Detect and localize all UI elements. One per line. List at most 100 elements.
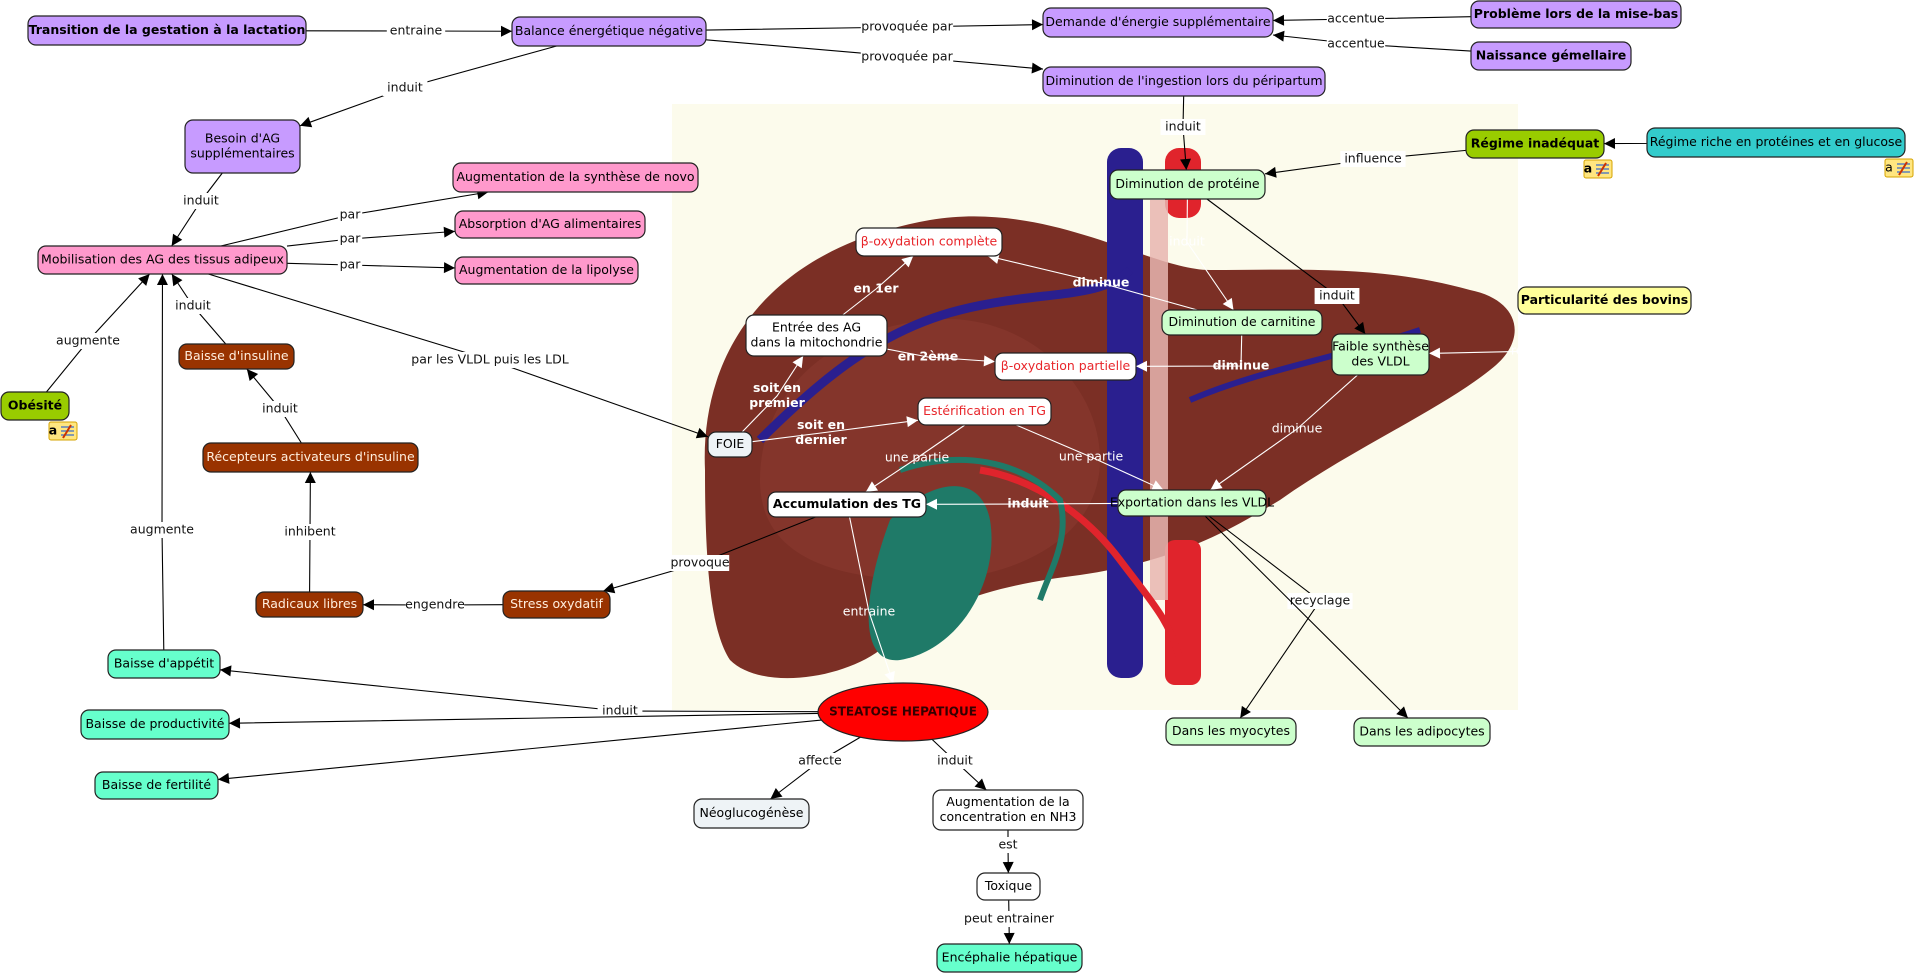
node-shape <box>80 709 230 740</box>
arrowhead-icon <box>983 355 995 367</box>
link-label: accentue <box>1327 11 1385 26</box>
link-steatose-to-fertilite <box>217 719 822 784</box>
concept-node-mobilisation[interactable]: Mobilisation des AG des tissus adipeux <box>37 245 288 275</box>
concept-node-toxique[interactable]: Toxique <box>976 872 1041 901</box>
link-label: une partie <box>885 450 950 465</box>
link-besoin-to-mobilisation: induit <box>171 172 224 247</box>
annotation-note-icon[interactable]: a <box>48 421 78 441</box>
node-shape <box>37 245 288 275</box>
node-label: Besoin d'AG <box>205 131 280 146</box>
node-shape <box>1470 0 1682 29</box>
arrowhead-icon <box>770 787 783 799</box>
connector-line <box>286 262 456 269</box>
concept-node-balance[interactable]: Balance énergétique négative <box>511 16 707 47</box>
node-shape <box>1109 169 1266 200</box>
concept-node-steatose[interactable]: STEATOSE HEPATIQUE <box>817 682 989 742</box>
concept-node-proteine[interactable]: Diminution de protéine <box>1109 169 1266 200</box>
link-esterification-to-accumulation: une partie <box>865 424 966 493</box>
node-label: Exportation dans les VLDL <box>1110 495 1274 510</box>
link-label-background <box>1314 288 1360 304</box>
concept-node-stress[interactable]: Stress oxydatif <box>502 590 611 619</box>
node-label: dans la mitochondrie <box>751 335 883 350</box>
connector-line <box>849 516 894 684</box>
concept-node-neoglucogenese[interactable]: Néoglucogénèse <box>693 798 810 829</box>
concept-node-fertilite[interactable]: Baisse de fertilité <box>94 771 219 800</box>
concept-node-foie[interactable]: FOIE <box>707 431 753 458</box>
node-shape <box>693 798 810 829</box>
link-label: par <box>340 257 362 272</box>
connector-line <box>865 424 966 493</box>
concept-node-radicaux[interactable]: Radicaux libres <box>255 591 364 618</box>
concept-node-demande[interactable]: Demande d'énergie supplémentaire <box>1042 7 1274 38</box>
node-shape <box>1353 717 1491 747</box>
arrowhead-icon <box>156 274 168 286</box>
concept-node-myocytes[interactable]: Dans les myocytes <box>1165 717 1297 746</box>
concept-node-carnitine[interactable]: Diminution de carnitine <box>1161 309 1323 336</box>
node-shape <box>1646 127 1906 158</box>
link-label: induit <box>262 401 298 416</box>
link-label-background <box>386 23 446 39</box>
concept-node-bovins[interactable]: Particularité des bovins <box>1517 286 1692 315</box>
node-shape <box>1117 489 1267 517</box>
concept-node-appetit[interactable]: Baisse d'appétit <box>107 649 221 679</box>
link-toxique-to-encephalie: peut entrainer <box>959 899 1059 945</box>
link-label: peut entrainer <box>964 911 1055 926</box>
link-label-background <box>403 352 577 368</box>
concept-node-productivite[interactable]: Baisse de productivité <box>80 709 230 740</box>
node-shape <box>454 210 646 239</box>
node-label: Balance énergétique négative <box>515 23 704 38</box>
concept-node-naissance[interactable]: Naissance gémellaire <box>1470 41 1632 71</box>
link-label-background <box>382 80 428 96</box>
arrowhead-icon <box>1240 705 1251 718</box>
concept-node-exportation[interactable]: Exportation dans les VLDL <box>1110 489 1274 517</box>
arrowhead-icon <box>1273 14 1285 26</box>
concept-node-beta-complete[interactable]: β-oxydation complète <box>855 227 1003 257</box>
link-regime-to-proteine: influence <box>1264 149 1467 178</box>
concept-node-lipolyse[interactable]: Augmentation de la lipolyse <box>454 256 639 285</box>
connector-line <box>987 255 1198 311</box>
node-shape <box>27 15 307 46</box>
link-mobilisation-to-foie: par les VLDL puis les LDL <box>208 273 709 439</box>
gallbladder-shape <box>868 486 992 661</box>
concept-node-adipocytes[interactable]: Dans les adipocytes <box>1353 717 1491 747</box>
arrowhead-icon <box>792 356 804 369</box>
connector-line <box>161 273 165 651</box>
annotation-note-icon[interactable]: a <box>1583 159 1613 179</box>
node-shape <box>107 649 221 679</box>
node-label: Diminution de l'ingestion lors du péripa… <box>1045 73 1322 88</box>
link-label-background <box>58 333 118 349</box>
concept-node-baisse-insuline[interactable]: Baisse d'insuline <box>178 343 295 370</box>
concept-node-encephalie[interactable]: Encéphalie hépatique <box>936 943 1083 973</box>
node-label: supplémentaires <box>190 146 294 161</box>
concept-node-ingestion[interactable]: Diminution de l'ingestion lors du péripa… <box>1042 66 1326 97</box>
link-label: accentue <box>1327 36 1385 51</box>
concept-node-transition[interactable]: Transition de la gestation à la lactatio… <box>27 15 307 46</box>
node-label: Demande d'énergie supplémentaire <box>1045 14 1270 29</box>
concept-node-beta-partielle[interactable]: β-oxydation partielle <box>994 352 1137 381</box>
concept-node-accumulation[interactable]: Accumulation des TG <box>767 491 927 518</box>
arrowhead-icon <box>1151 480 1164 491</box>
link-label: par <box>340 231 362 246</box>
node-shape <box>1165 717 1297 746</box>
link-label: induit <box>183 193 219 208</box>
annotation-note-icon[interactable]: a <box>1884 158 1914 178</box>
node-shape <box>502 590 611 619</box>
concept-node-esterification[interactable]: Estérification en TG <box>917 397 1052 426</box>
concept-node-probleme[interactable]: Problème lors de la mise-bas <box>1470 0 1682 29</box>
concept-node-recepteurs[interactable]: Récepteurs activateurs d'insuline <box>202 442 419 473</box>
concept-node-novo[interactable]: Augmentation de la synthèse de novo <box>452 162 699 193</box>
node-label: β-oxydation partielle <box>1001 358 1131 373</box>
arrowhead-icon <box>171 274 183 287</box>
concept-node-absorption[interactable]: Absorption d'AG alimentaires <box>454 210 646 239</box>
link-label: provoquée par <box>861 19 953 34</box>
link-label: réalisent <box>1511 343 1565 358</box>
link-label: entraine <box>390 23 443 38</box>
